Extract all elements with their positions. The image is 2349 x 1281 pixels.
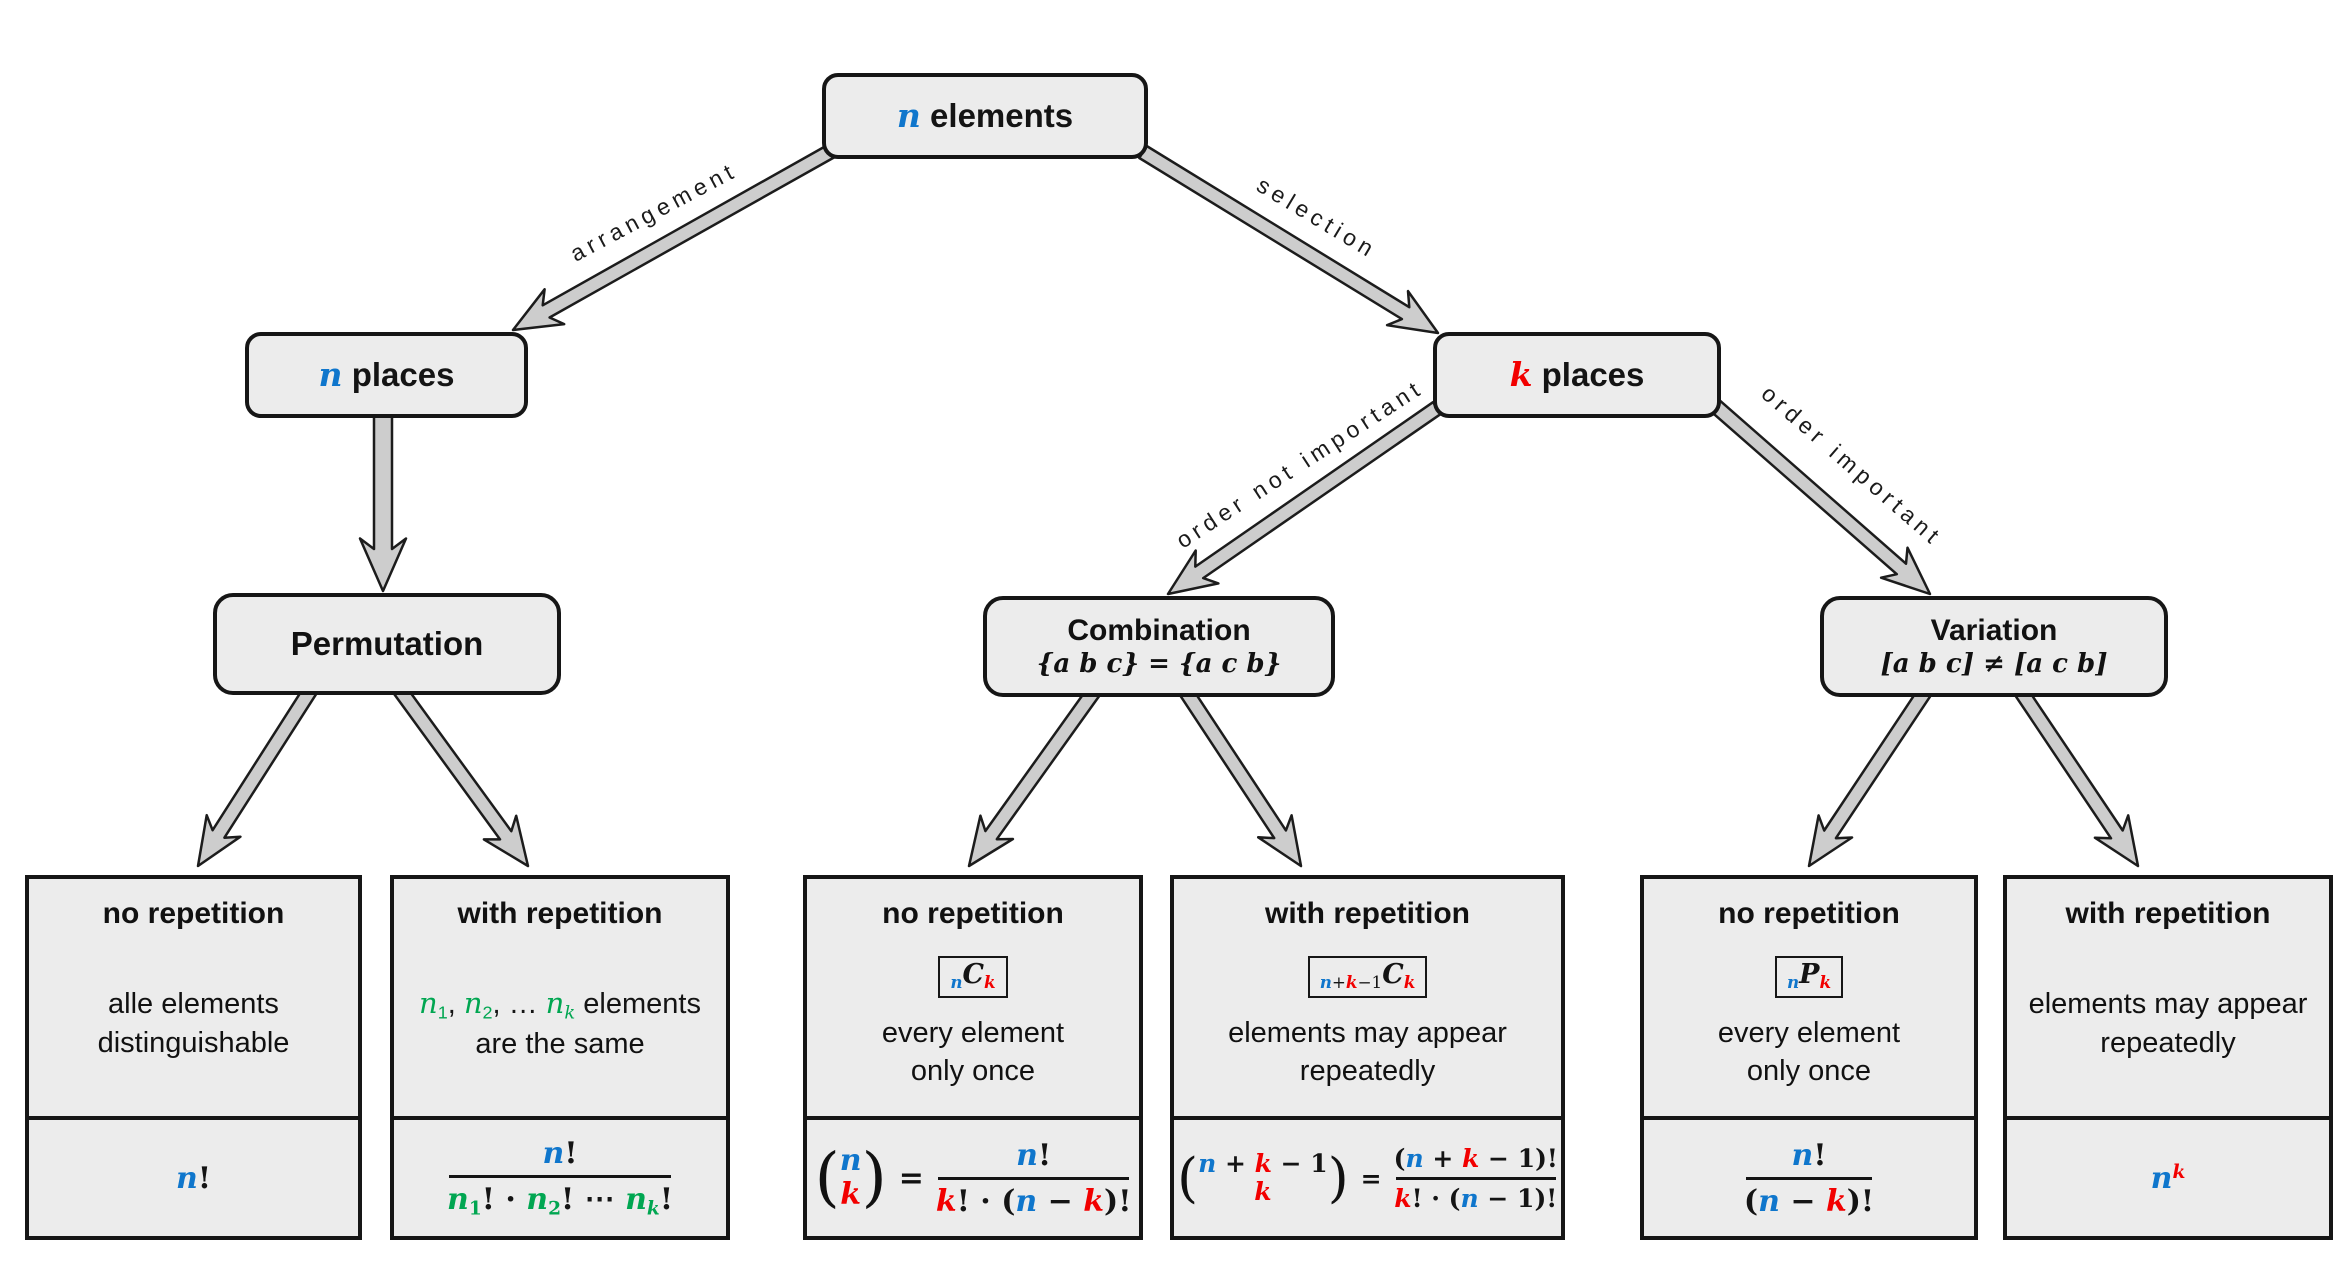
card-title: with repetition: [2065, 897, 2271, 930]
node-n-elements: n elements: [822, 73, 1148, 159]
node-variation-subtitle: [a b c] ≠ [a c b]: [1880, 648, 2108, 679]
node-combination-subtitle: {a b c} = {a c b}: [1036, 648, 1282, 679]
arrow-order-important: [1706, 396, 1932, 596]
card-title: no repetition: [1718, 897, 1900, 930]
n-plus-k-minus-1-Ck-badge: n+k−1Ck: [1307, 956, 1428, 999]
nPk-badge: nPk: [1774, 956, 1844, 999]
card-combination-with-repetition: with repetition n+k−1Ck elements may app…: [1170, 875, 1565, 1240]
formula-n-factorial: n!: [29, 1116, 358, 1236]
card-title: no repetition: [882, 897, 1064, 930]
node-permutation-title: Permutation: [290, 624, 484, 662]
formula-partial-permutation: n!(n − k)!: [1644, 1116, 1974, 1236]
node-k-places-label: k places: [1509, 354, 1645, 394]
card-title: no repetition: [102, 897, 285, 930]
node-permutation: Permutation: [213, 593, 561, 695]
node-n-elements-label: n elements: [896, 95, 1074, 135]
arrow-order-not-important: [1166, 400, 1443, 596]
card-title: with repetition: [1265, 897, 1470, 930]
node-k-places: k places: [1433, 332, 1721, 418]
arrow-arrangement: [511, 142, 838, 332]
arrow-combination-with-rep: [1175, 681, 1303, 868]
arrow-permutation-with-rep: [390, 680, 530, 868]
formula-n-power-k: nk: [2007, 1116, 2329, 1236]
node-n-places: n places: [245, 332, 528, 418]
arrow-combination-no-rep: [967, 681, 1104, 868]
arrow-variation-no-rep: [1807, 681, 1936, 868]
arrow-variation-with-rep: [2010, 681, 2140, 868]
node-variation-title: Variation: [1930, 614, 2058, 648]
card-title: with repetition: [457, 897, 663, 930]
node-n-places-label: n places: [318, 354, 455, 394]
arrow-permutation-no-rep: [196, 680, 321, 868]
nCk-badge: nCk: [938, 956, 1008, 999]
node-combination: Combination {a b c} = {a c b}: [983, 596, 1335, 697]
arrow-selection: [1138, 144, 1440, 335]
formula-multinomial: n!n1! · n2! ⋯ nk!: [394, 1116, 726, 1236]
node-variation: Variation [a b c] ≠ [a c b]: [1820, 596, 2168, 697]
node-combination-title: Combination: [1067, 614, 1251, 648]
arrow-n-places-to-permutation: [358, 406, 408, 593]
